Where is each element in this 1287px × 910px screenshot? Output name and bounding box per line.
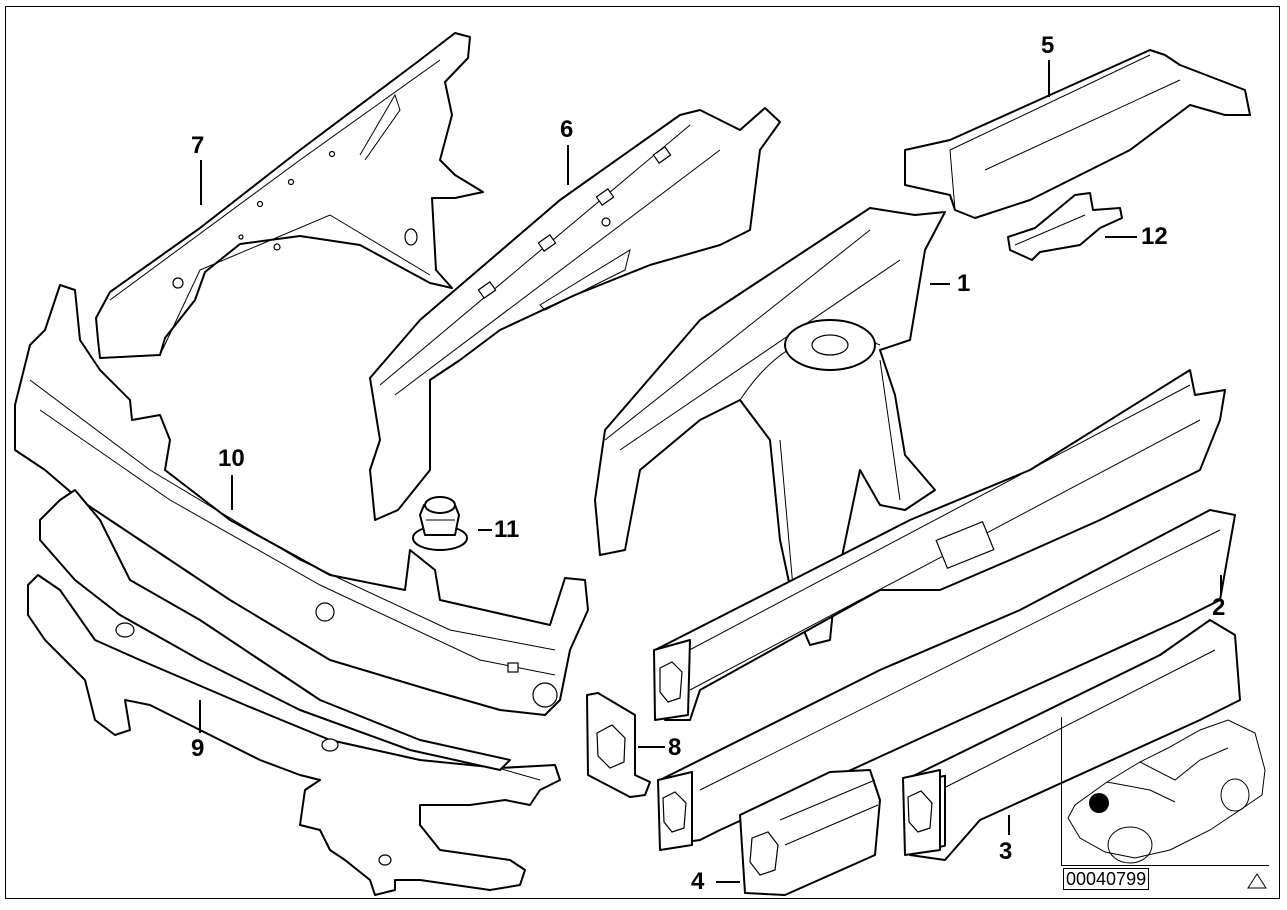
part-6-front-side-member[interactable] xyxy=(369,107,781,521)
callout-9[interactable]: 9 xyxy=(191,735,205,762)
part-5-rear-longitudinal-member[interactable] xyxy=(904,49,1251,219)
callout-4[interactable]: 4 xyxy=(691,868,705,895)
triangle-icon xyxy=(1247,873,1267,889)
part-10-upper-cross-member[interactable] xyxy=(14,284,589,716)
callout-1[interactable]: 1 xyxy=(957,270,971,297)
part-1-wheel-arch-assembly[interactable] xyxy=(594,207,946,646)
diagram-frame xyxy=(5,6,1280,899)
part-12-reinforcement-bracket[interactable] xyxy=(1007,192,1123,261)
part-8-end-plate[interactable] xyxy=(586,692,651,798)
part-2-engine-carrier-long[interactable] xyxy=(654,369,1226,721)
callout-5[interactable]: 5 xyxy=(1041,32,1055,59)
callout-3[interactable]: 3 xyxy=(999,838,1013,865)
callout-6[interactable]: 6 xyxy=(560,116,574,143)
part-11-rubber-buffer[interactable] xyxy=(412,496,468,551)
car-location-inset xyxy=(1061,717,1269,866)
part-4-engine-carrier-front-section[interactable] xyxy=(739,769,881,896)
part-number: 00040799 xyxy=(1063,868,1150,890)
part-9-lower-cross-member[interactable] xyxy=(27,489,561,896)
carrier-end-plates xyxy=(653,639,941,856)
part-7-wheel-arch-panel[interactable] xyxy=(95,32,484,359)
callout-11[interactable]: 11 xyxy=(494,516,520,543)
callout-8[interactable]: 8 xyxy=(668,734,682,761)
callout-10[interactable]: 10 xyxy=(218,445,245,472)
callout-12[interactable]: 12 xyxy=(1141,223,1168,250)
callout-2[interactable]: 2 xyxy=(1212,594,1226,621)
callout-7[interactable]: 7 xyxy=(191,132,205,159)
leader-lines xyxy=(199,60,1222,883)
